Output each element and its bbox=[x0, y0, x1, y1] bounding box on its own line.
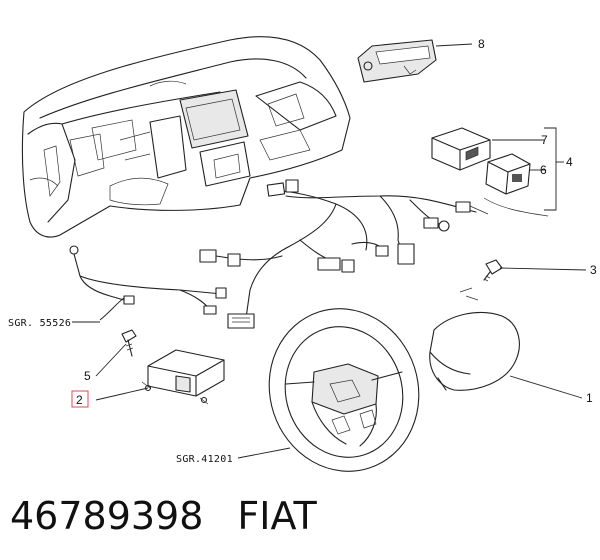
highlight-box-2 bbox=[71, 390, 89, 408]
callout-4: 4 bbox=[566, 155, 573, 169]
part-number: 46789398 bbox=[10, 494, 204, 538]
callout-3: 3 bbox=[590, 263, 597, 277]
part-3-screw bbox=[483, 259, 503, 282]
callout-6: 6 bbox=[540, 163, 547, 177]
brand-name: FIAT bbox=[237, 494, 317, 538]
callout-1: 1 bbox=[586, 391, 593, 405]
part-7-module bbox=[431, 127, 491, 171]
callout-7: 7 bbox=[541, 133, 548, 147]
callout-5: 5 bbox=[84, 369, 91, 383]
part-6-connector bbox=[485, 153, 531, 195]
callout-labels: 8 7 6 4 3 1 5 2 SGR. 55526 SGR.41201 bbox=[8, 37, 597, 465]
ref-harness: SGR. 55526 bbox=[8, 318, 71, 329]
callout-8: 8 bbox=[478, 37, 485, 51]
part-2-control-unit bbox=[141, 349, 225, 405]
footer: 46789398 FIAT bbox=[10, 488, 317, 544]
part-8-bracket bbox=[357, 39, 437, 83]
leader-lines bbox=[72, 43, 587, 459]
steering-wheel bbox=[268, 308, 420, 472]
ref-steering: SGR.41201 bbox=[176, 454, 233, 465]
airbag-sub-harness bbox=[69, 245, 227, 315]
part-1-airbag-cover bbox=[429, 287, 520, 391]
main-wiring-harness bbox=[199, 179, 549, 329]
dashboard-illustration bbox=[21, 36, 351, 238]
part-5-bolt bbox=[121, 329, 137, 357]
callout-2: 2 bbox=[76, 393, 83, 407]
